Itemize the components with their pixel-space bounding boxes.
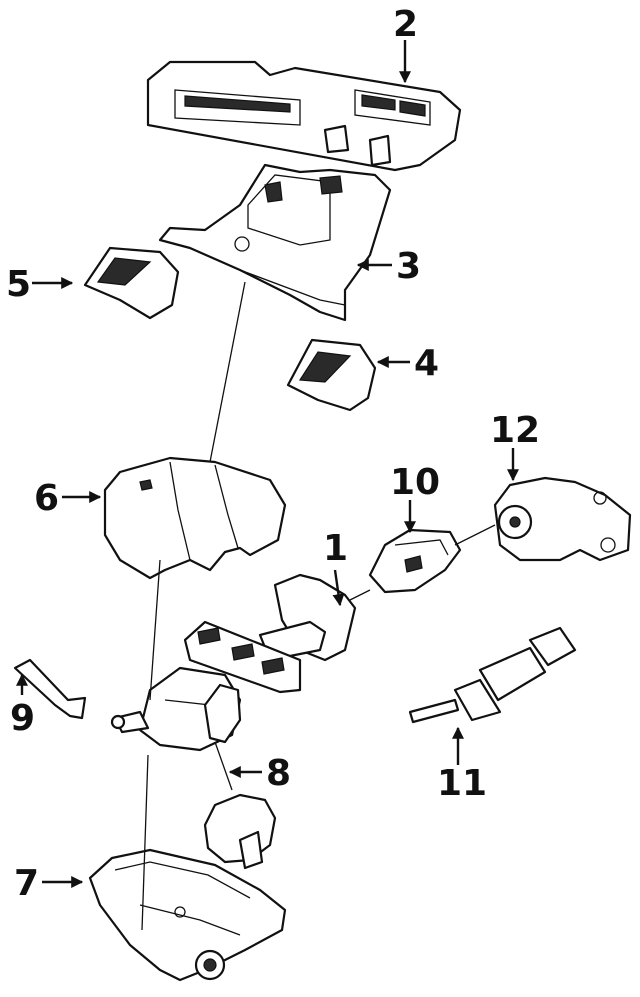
part-12-ignition-lock — [493, 476, 632, 562]
callout-3: 3 — [396, 246, 421, 287]
callout-leaders — [16, 40, 519, 888]
part-10-lock-housing — [368, 528, 462, 594]
callout-numbers: 2 3 4 5 6 1 10 12 9 8 11 7 — [6, 4, 540, 904]
part-4-wedge-pad — [286, 338, 377, 412]
part-2-upper-shroud — [146, 60, 462, 172]
callout-2: 2 — [393, 4, 418, 45]
part-6-lower-shroud — [103, 456, 287, 580]
callout-8: 8 — [266, 753, 291, 794]
part-9-lever — [13, 658, 87, 720]
part-3-bracket-housing — [158, 163, 392, 322]
callout-4: 4 — [414, 343, 439, 384]
callout-6: 6 — [34, 478, 59, 519]
alignment-lines — [141, 281, 496, 931]
callout-7: 7 — [14, 863, 39, 904]
part-5-wedge-pad — [83, 246, 180, 320]
part-7-lower-bracket — [88, 848, 287, 982]
callout-10: 10 — [390, 462, 440, 503]
callout-5: 5 — [6, 264, 31, 305]
part-8-switch — [203, 683, 277, 870]
callout-12: 12 — [490, 410, 540, 451]
callout-1: 1 — [323, 528, 348, 569]
part-11-shaft — [408, 626, 577, 724]
callout-9: 9 — [10, 698, 35, 739]
callout-11: 11 — [437, 763, 487, 804]
